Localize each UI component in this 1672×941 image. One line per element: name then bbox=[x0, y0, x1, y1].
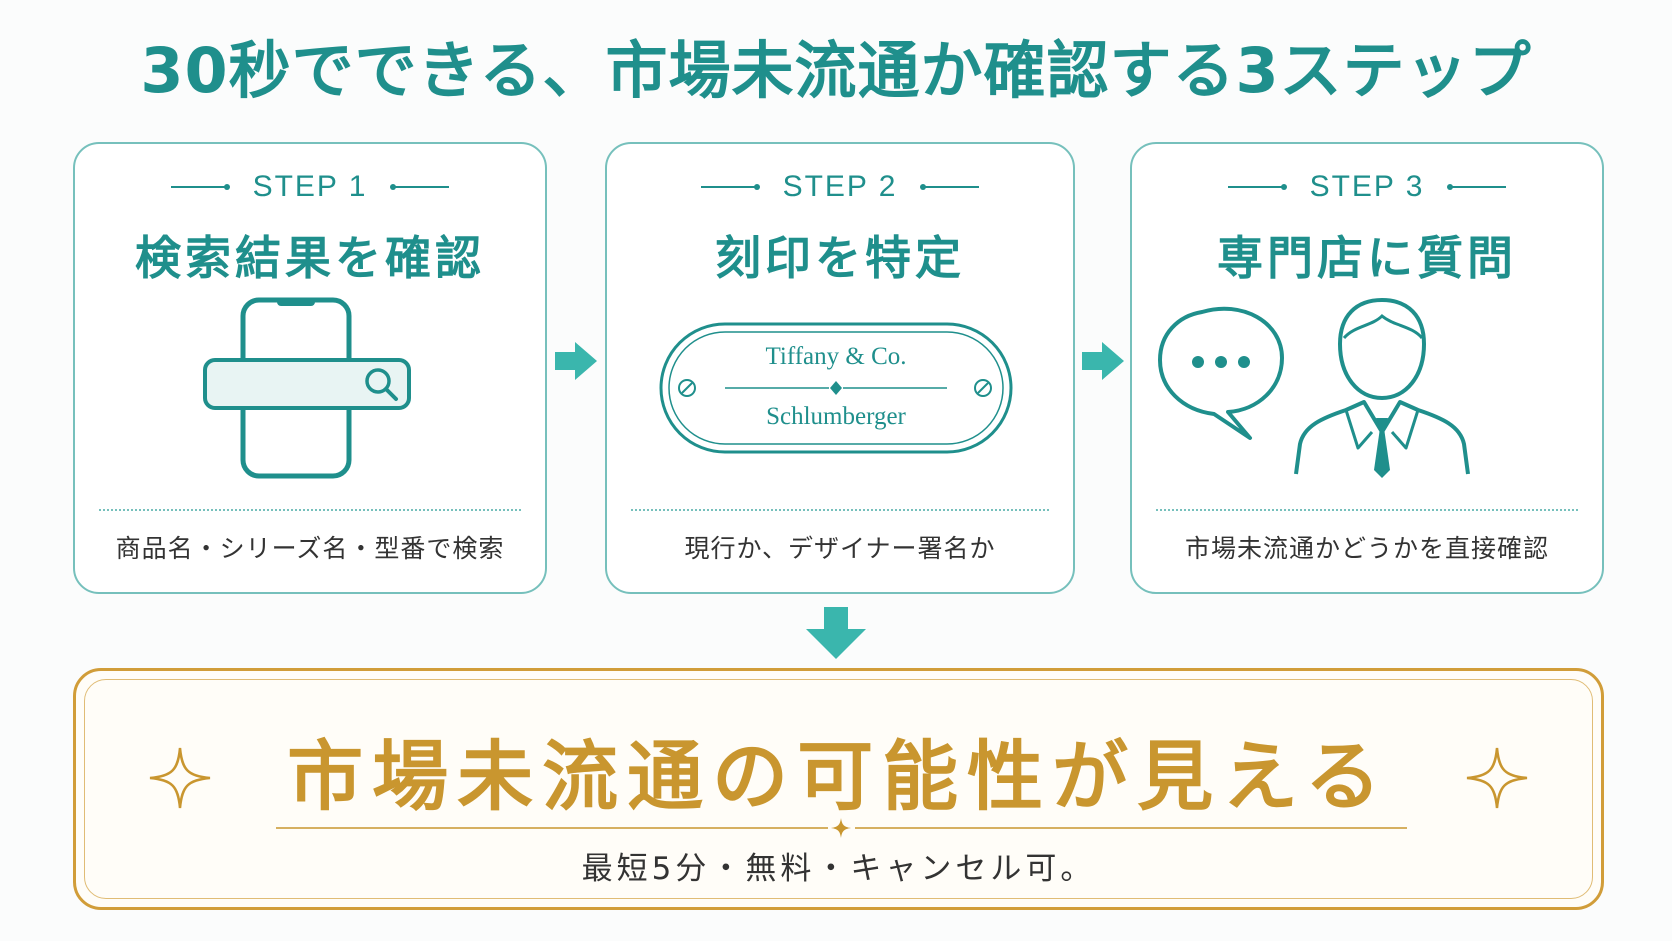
result-subtitle: 最短5分・無料・キャンセル可。 bbox=[581, 851, 1096, 887]
step-label: STEP 2 bbox=[607, 170, 1073, 204]
divider bbox=[276, 818, 1407, 838]
result-box: 市場未流通の可能性が見える 最短5分・無料・キャンセル可。 bbox=[73, 668, 1604, 910]
step-title: 刻印を特定 bbox=[715, 231, 965, 285]
page-title: 30秒でできる、市場未流通か確認する3ステップ bbox=[140, 34, 1532, 107]
step-caption: 市場未流通かどうかを直接確認 bbox=[1184, 534, 1549, 563]
arrow-right-icon bbox=[1082, 342, 1124, 380]
arrow-down-icon bbox=[806, 607, 866, 659]
engraving-plate-icon: Tiffany & Co. Schlumberger bbox=[607, 292, 1073, 492]
step-label: STEP 3 bbox=[1132, 170, 1602, 204]
consultant-chat-icon bbox=[1132, 292, 1602, 492]
plate-line-1: Tiffany & Co. bbox=[765, 343, 906, 370]
plate-line-2: Schlumberger bbox=[766, 403, 906, 430]
arrow-right-icon bbox=[555, 342, 597, 380]
step-title: 専門店に質問 bbox=[1217, 231, 1517, 285]
result-title: 市場未流通の可能性が見える bbox=[287, 732, 1390, 821]
step-caption: 商品名・シリーズ名・型番で検索 bbox=[115, 534, 505, 563]
step-caption: 現行か、デザイナー署名か bbox=[684, 534, 996, 563]
step-card-1: STEP 1 検索結果を確認 商品名・シリーズ名・型番で検索 bbox=[73, 142, 547, 594]
step-title: 検索結果を確認 bbox=[135, 231, 485, 285]
step-label: STEP 1 bbox=[75, 170, 545, 204]
step-card-3: STEP 3 専門店に質問 市場未流通かどうかを直接確認 bbox=[1130, 142, 1604, 594]
phone-search-icon bbox=[75, 292, 545, 492]
sparkle-icon bbox=[1466, 747, 1528, 809]
sparkle-icon bbox=[149, 747, 211, 809]
step-card-2: STEP 2 刻印を特定 Tiffany & Co. Schlumberger … bbox=[605, 142, 1075, 594]
